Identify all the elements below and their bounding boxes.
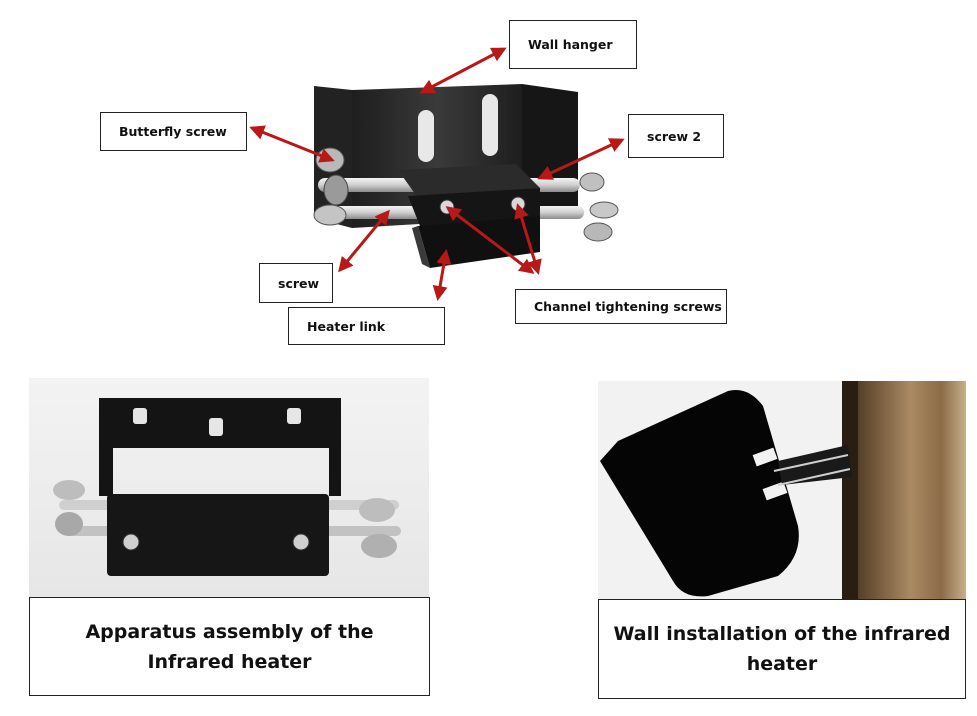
arrow-channel-screw-2 [514,203,542,275]
assembly-photo [29,378,429,598]
butterfly-screw-right [579,172,619,242]
frame-slot [287,408,301,424]
wing-nut [359,498,395,522]
frame-slot [133,408,147,424]
heater-link-plate-side [412,226,430,268]
wall-post [842,381,966,599]
callout-screw: screw [259,263,333,303]
callout-channel-tightening-screws: Channel tightening screws [515,289,727,324]
heater-notch [762,481,788,501]
arrow-screw-2 [537,138,625,180]
callout-butterfly-screw: Butterfly screw [100,112,247,151]
heater-body [600,390,799,597]
callout-heater-link: Heater link [288,307,445,345]
channel-block [107,494,329,576]
arrow-heater-link [432,249,452,301]
wing-nut [53,480,85,500]
heater-notch [752,447,778,467]
wall-post-shadow [842,381,858,599]
channel-clamp-top [398,164,540,198]
block-screw [122,533,140,551]
mount-bracket [778,445,852,485]
callout-screw-2: screw 2 [628,114,724,158]
caption-assembly: Apparatus assembly of the Infrared heate… [29,597,430,696]
block-screw [292,533,310,551]
wall-installation-photo [598,381,966,599]
caption-wall-installation: Wall installation of the infrared heater [598,599,966,699]
frame-slot [209,418,223,436]
assembly-frame [99,398,341,496]
wing-nut [55,512,83,536]
arrow-butterfly-screw [249,125,335,163]
bracket-slot [418,110,434,162]
arrow-wall-hanger [419,47,507,94]
bracket-slot [482,94,498,156]
arrow-screw [338,209,390,273]
callout-wall-hanger: Wall hanger [509,20,637,69]
wing-nut [361,534,397,558]
